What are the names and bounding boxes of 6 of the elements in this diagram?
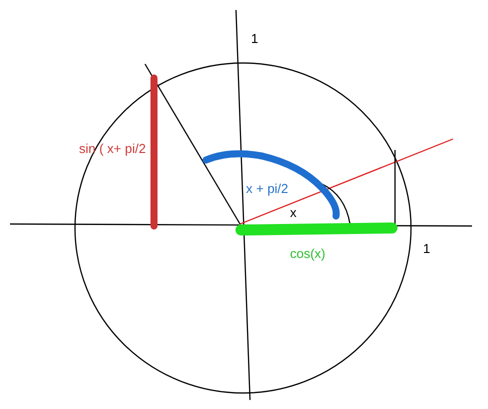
axis-label: 1 (251, 32, 258, 45)
axis-label: cos(x) (290, 247, 326, 260)
axis-label: x + pi/2 (246, 182, 288, 195)
axis-label: sin ( x+ pi/2 (79, 142, 146, 155)
axis-label: 1 (423, 242, 430, 255)
axis-label: x (290, 206, 296, 219)
